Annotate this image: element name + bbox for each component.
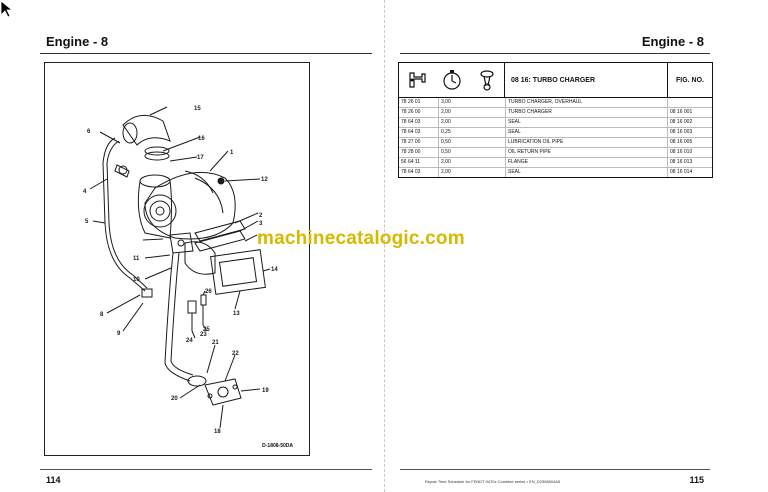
callout-2: 2 bbox=[259, 213, 263, 219]
left-page-header: Engine - 8 bbox=[46, 34, 109, 49]
table-row: 78 64 03 2,00 SEAL 08 16 014 bbox=[399, 168, 712, 177]
repair-time: 0,50 bbox=[439, 148, 506, 157]
turbocharger-exploded-diagram: 1 2 3 4 5 6 7 8 9 10 11 12 13 14 15 16 1… bbox=[44, 62, 310, 456]
figure-number: 08 16 010 bbox=[670, 149, 693, 155]
operation-description: FLANGE bbox=[506, 158, 668, 167]
repair-time: 0,50 bbox=[439, 138, 506, 147]
callout-18: 18 bbox=[214, 429, 221, 435]
table-row: 56 64 11 2,00 FLANGE 08 16 013 bbox=[399, 158, 712, 168]
operation-description: OIL RETURN PIPE bbox=[506, 148, 668, 157]
icon-header-cell bbox=[399, 63, 505, 97]
figure-number bbox=[668, 98, 712, 107]
figure-number: 08 16 002 bbox=[670, 119, 693, 125]
operation-description: SEAL bbox=[506, 168, 668, 177]
callout-21: 21 bbox=[212, 340, 219, 346]
callout-15: 15 bbox=[194, 106, 201, 112]
right-page-header: Engine - 8 bbox=[641, 34, 704, 49]
figure-number: 08 16 003 bbox=[670, 129, 693, 135]
figure-number: 08 16 005 bbox=[670, 139, 693, 145]
left-header-rule bbox=[40, 53, 372, 54]
table-header: 08 16: TURBO CHARGER FIG. NO. bbox=[399, 63, 712, 98]
diagram-reference-code: D-1808-50DA bbox=[262, 443, 293, 449]
operation-code: 78 64 03 bbox=[399, 128, 439, 137]
callout-9: 9 bbox=[117, 331, 121, 337]
repair-time: 2,00 bbox=[439, 118, 506, 127]
operation-description: TURBO CHARGER, OVERHAUL bbox=[506, 98, 668, 107]
piston-icon bbox=[479, 70, 494, 91]
left-page: Engine - 8 bbox=[40, 34, 372, 485]
operation-code: 78 27 00 bbox=[399, 138, 439, 147]
mouse-cursor-icon bbox=[0, 0, 14, 18]
operation-description: TURBO CHARGER bbox=[506, 108, 668, 117]
fig-no-column-header: FIG. NO. bbox=[676, 76, 704, 84]
callout-25: 25 bbox=[203, 327, 210, 333]
left-page-number: 114 bbox=[46, 475, 61, 485]
repair-time: 2,00 bbox=[439, 168, 506, 177]
repair-time: 0,25 bbox=[439, 128, 506, 137]
operation-code: 78 28 00 bbox=[399, 148, 439, 157]
callout-17: 17 bbox=[197, 155, 204, 161]
clock-icon bbox=[442, 70, 461, 90]
operation-code: 78 26 01 bbox=[399, 98, 439, 107]
callout-16: 16 bbox=[198, 136, 205, 142]
wrench-icon bbox=[408, 72, 426, 88]
callout-5: 5 bbox=[85, 219, 89, 225]
callout-13: 13 bbox=[233, 311, 240, 317]
table-row: 78 28 00 0,50 OIL RETURN PIPE 08 16 010 bbox=[399, 148, 712, 158]
callout-6: 6 bbox=[87, 129, 91, 135]
callout-24: 24 bbox=[186, 338, 193, 344]
operation-description: LUBRICATION OIL PIPE bbox=[506, 138, 668, 147]
callout-8: 8 bbox=[100, 312, 104, 318]
turbocharger-drawing: 1 2 3 4 5 6 7 8 9 10 11 12 13 14 15 16 1… bbox=[83, 106, 278, 435]
callout-10: 10 bbox=[133, 277, 140, 283]
callout-1: 1 bbox=[230, 150, 234, 156]
figure-number: 08 16 014 bbox=[670, 169, 693, 175]
table-row: 78 64 03 2,00 SEAL 08 16 002 bbox=[399, 118, 712, 128]
callout-12: 12 bbox=[261, 177, 268, 183]
figure-number: 08 16 013 bbox=[670, 159, 693, 165]
table-row: 78 26 00 2,00 TURBO CHARGER 08 16 001 bbox=[399, 108, 712, 118]
repair-time: 2,00 bbox=[439, 108, 506, 117]
callout-26: 26 bbox=[205, 289, 212, 295]
operation-description: SEAL bbox=[506, 118, 668, 127]
callout-22: 22 bbox=[232, 351, 239, 357]
operation-code: 56 64 11 bbox=[399, 158, 439, 167]
footer-note: Repair Time Schedule for FENDT 9470x Com… bbox=[425, 479, 561, 484]
right-page-number: 115 bbox=[689, 475, 704, 485]
repair-time: 3,00 bbox=[439, 98, 506, 107]
operation-code: 78 64 03 bbox=[399, 118, 439, 127]
callout-3: 3 bbox=[259, 221, 263, 227]
table-row: 78 26 01 3,00 TURBO CHARGER, OVERHAUL bbox=[399, 98, 712, 108]
callout-7: 7 bbox=[259, 235, 263, 241]
operation-description: SEAL bbox=[506, 128, 668, 137]
operation-code: 78 26 00 bbox=[399, 108, 439, 117]
figure-number: 08 16 001 bbox=[670, 109, 693, 115]
left-footer-rule bbox=[40, 469, 372, 470]
callout-4: 4 bbox=[83, 189, 87, 195]
book-spine-divider bbox=[384, 0, 385, 492]
table-row: 78 27 00 0,50 LUBRICATION OIL PIPE 08 16… bbox=[399, 138, 712, 148]
callout-23: 23 bbox=[200, 332, 207, 338]
table-row: 78 64 03 0,25 SEAL 08 16 003 bbox=[399, 128, 712, 138]
repair-time: 2,00 bbox=[439, 158, 506, 167]
callout-11: 11 bbox=[133, 256, 140, 262]
section-title: 08 16: TURBO CHARGER bbox=[505, 63, 668, 97]
right-page: Engine - 8 08 16: TURBO C bbox=[385, 0, 768, 492]
callout-19: 19 bbox=[262, 388, 269, 394]
callout-20: 20 bbox=[171, 396, 178, 402]
right-footer-rule bbox=[400, 469, 710, 470]
watermark-text: machinecatalogic.com bbox=[257, 228, 465, 249]
repair-time-table: 08 16: TURBO CHARGER FIG. NO. 78 26 01 3… bbox=[398, 62, 713, 178]
right-header-rule bbox=[400, 53, 710, 54]
operation-code: 78 64 03 bbox=[399, 168, 439, 177]
callout-14: 14 bbox=[271, 267, 278, 273]
